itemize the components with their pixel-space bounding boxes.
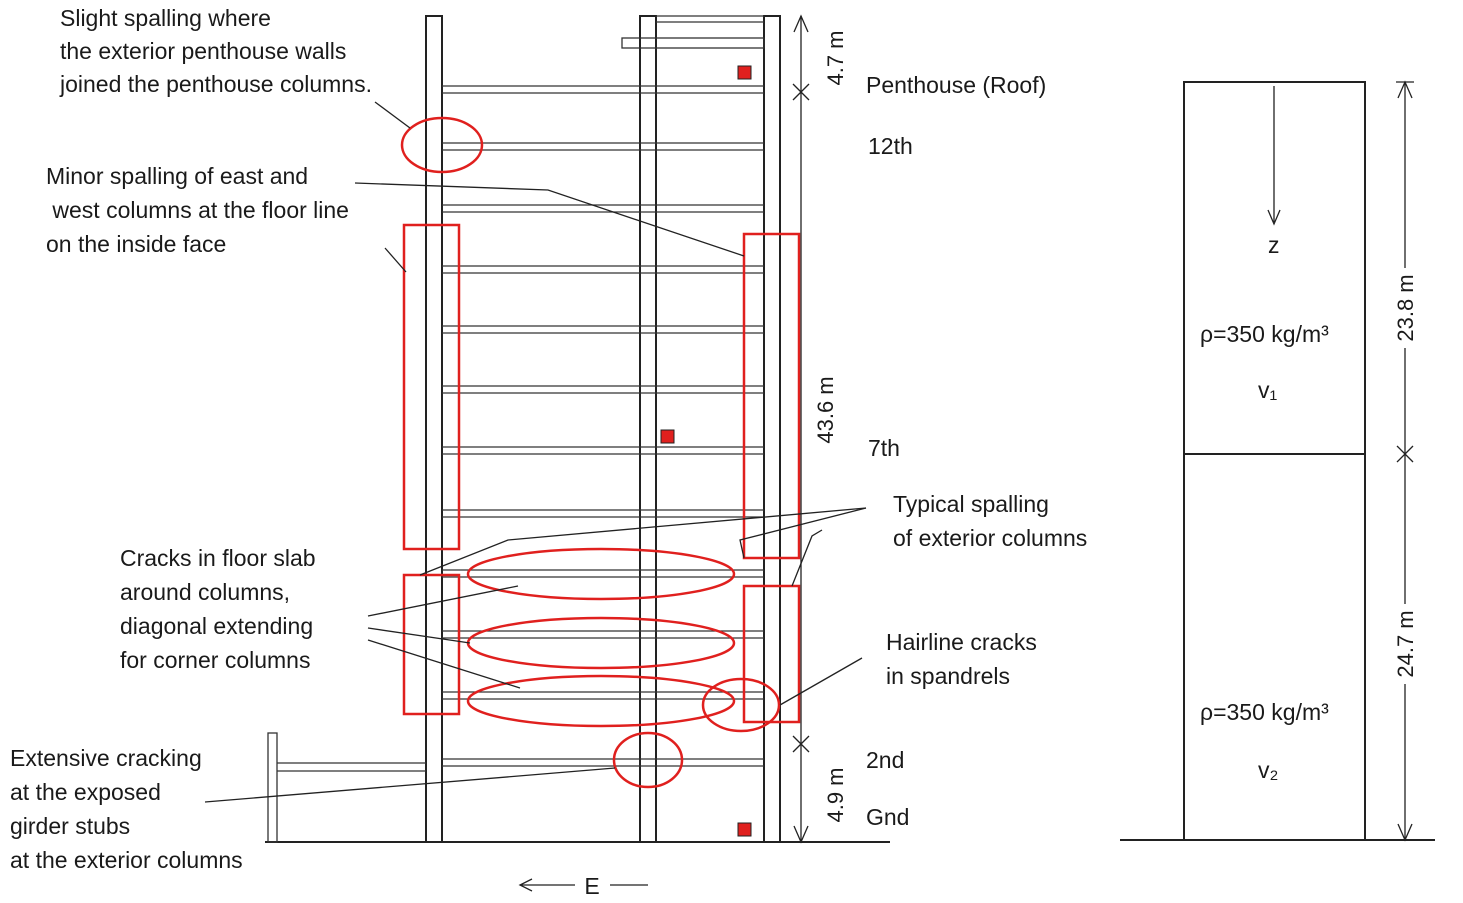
dimension-layer2: 24.7 m (1393, 610, 1418, 677)
floor-beam (442, 204, 764, 213)
east-lower-spalling-box (742, 584, 801, 724)
annotation-minor-spalling: Minor spalling of east and west columns … (46, 163, 349, 257)
direction-label: E (584, 873, 599, 899)
layer1-density: ρ=350 kg/m³ (1200, 321, 1329, 347)
floor-label-gnd: Gnd (866, 804, 909, 830)
annotation-girder-stubs: Extensive cracking at the exposed girder… (10, 745, 243, 873)
svg-text:on the inside face: on the inside face (46, 231, 226, 257)
svg-text:Hairline cracks: Hairline cracks (886, 629, 1037, 655)
svg-text:diagonal extending: diagonal extending (120, 613, 313, 639)
svg-text:Slight spalling where: Slight spalling where (60, 5, 271, 31)
floor-label-2nd: 2nd (866, 747, 904, 773)
penthouse-overhang (621, 37, 765, 49)
sensor-marker (737, 65, 752, 80)
svg-text:Cracks in floor slab: Cracks in floor slab (120, 545, 316, 571)
svg-text:for corner columns: for corner columns (120, 647, 310, 673)
direction-indicator: E (518, 873, 648, 899)
layer-dimension-line (1394, 80, 1416, 842)
svg-text:around columns,: around columns, (120, 579, 290, 605)
annotation-hairline: Hairline cracks in spandrels (886, 629, 1037, 689)
slab-crack-ellipse (466, 616, 736, 670)
dimension-top: 4.7 m (823, 30, 848, 85)
spandrel-crack-ellipse (701, 677, 781, 733)
center-column (639, 15, 657, 843)
svg-text:the exterior penthouse walls: the exterior penthouse walls (60, 38, 346, 64)
annotation-typical-spalling: Typical spalling of exterior columns (893, 491, 1087, 551)
floor-beam (442, 265, 764, 274)
girder-stub (267, 732, 426, 843)
penthouse-spalling-ellipse (400, 116, 484, 174)
east-column-spalling-box (742, 232, 801, 560)
building-frame (265, 15, 890, 843)
west-column-spalling-box (402, 223, 461, 551)
sensor-marker (737, 822, 752, 837)
svg-text:west columns at the floor line: west columns at the floor line (46, 197, 349, 223)
sensor-marker (660, 429, 675, 444)
svg-text:Extensive cracking: Extensive cracking (10, 745, 202, 771)
svg-text:at the exposed: at the exposed (10, 779, 161, 805)
z-axis-label: z (1268, 232, 1280, 258)
east-column (763, 15, 781, 843)
slab-crack-ellipse (466, 674, 736, 728)
damage-markings (400, 116, 801, 789)
svg-text:of exterior columns: of exterior columns (893, 525, 1087, 551)
floor-beam (442, 691, 764, 700)
annotation-penthouse-walls: Slight spalling where the exterior penth… (59, 5, 372, 97)
floor-label-12th: 12th (868, 133, 913, 159)
slab-crack-ellipse (466, 547, 736, 601)
layer2-density: ρ=350 kg/m³ (1200, 699, 1329, 725)
annotation-floor-slab: Cracks in floor slab around columns, dia… (120, 545, 316, 673)
svg-text:at the exterior columns: at the exterior columns (10, 847, 243, 873)
dimension-layer1: 23.8 m (1393, 274, 1418, 341)
floor-label-penthouse: Penthouse (Roof) (866, 72, 1046, 98)
layer-column (1183, 81, 1366, 841)
floor-beam (442, 85, 764, 94)
floor-beam (442, 758, 764, 767)
west-column (425, 15, 443, 843)
west-lower-spalling-box (402, 573, 461, 716)
layer2-velocity: v₂ (1258, 757, 1278, 783)
dimension-middle: 43.6 m (813, 376, 838, 443)
floor-label-7th: 7th (868, 435, 900, 461)
svg-text:joined the penthouse columns.: joined the penthouse columns. (59, 71, 372, 97)
layer-model: z ρ=350 kg/m³ v₁ ρ=350 kg/m³ v₂ (1120, 81, 1435, 841)
floor-beam (442, 509, 764, 518)
leader-lines (204, 101, 867, 803)
girder-crack-ellipse (612, 731, 684, 789)
layer1-velocity: v₁ (1258, 377, 1278, 403)
svg-text:Minor spalling of east and: Minor spalling of east and (46, 163, 308, 189)
floor-beam (442, 446, 764, 455)
floor-beam (442, 630, 764, 639)
floor-beam (442, 385, 764, 394)
svg-text:Typical spalling: Typical spalling (893, 491, 1049, 517)
building-dimension-line (792, 14, 810, 844)
floor-beams (442, 85, 764, 767)
floor-beam (442, 325, 764, 334)
floor-beam (442, 142, 764, 151)
floor-beam (442, 569, 764, 578)
svg-text:in spandrels: in spandrels (886, 663, 1010, 689)
dimension-bottom: 4.9 m (823, 767, 848, 822)
svg-text:girder stubs: girder stubs (10, 813, 130, 839)
